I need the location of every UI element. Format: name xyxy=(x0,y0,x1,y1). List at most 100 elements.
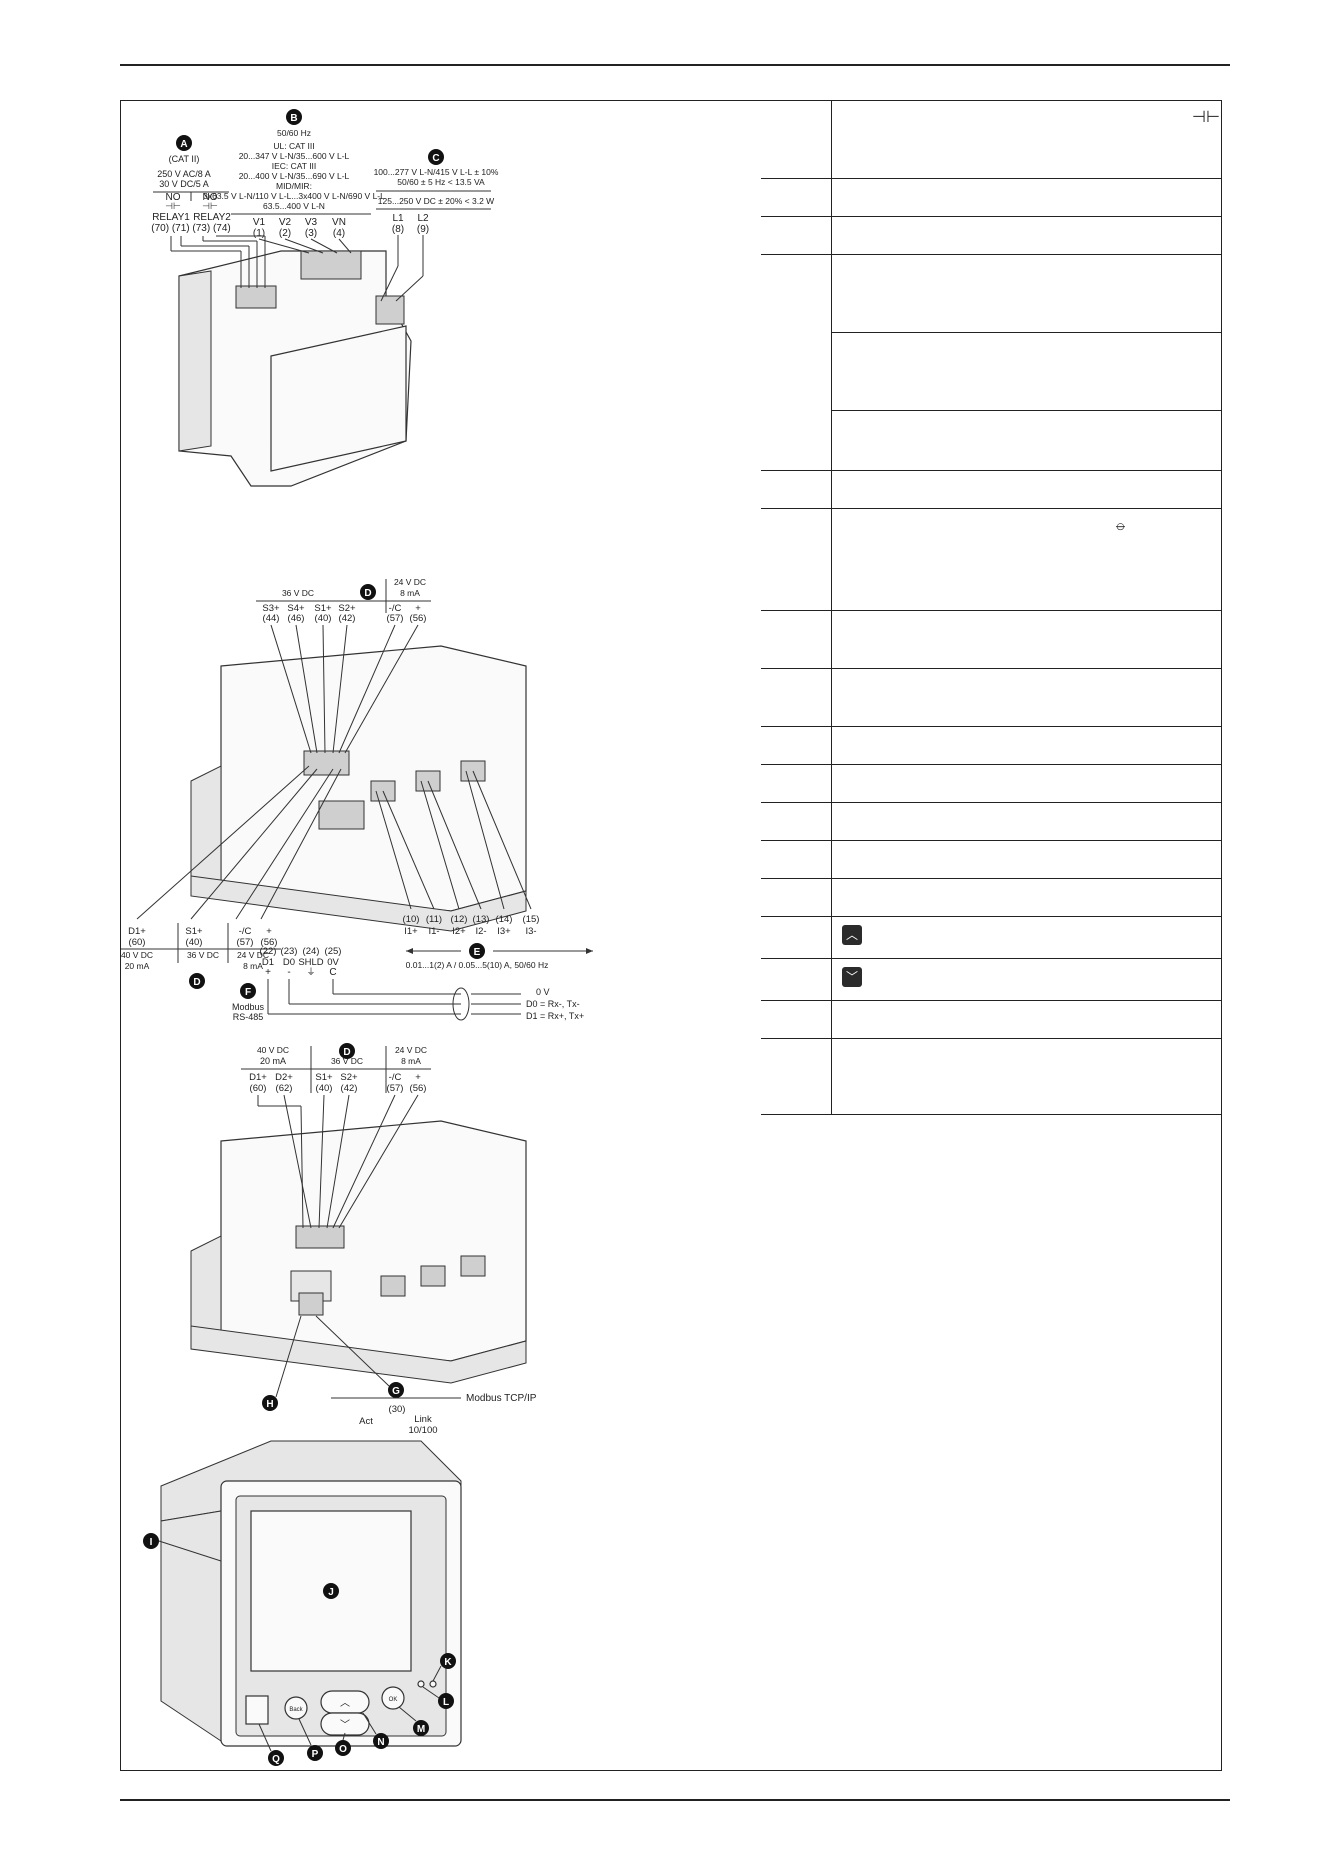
pin-22: (22) xyxy=(260,946,277,957)
legend-row-g xyxy=(761,610,1221,669)
di-top-36v: 36 V DC xyxy=(282,588,314,598)
terminal-d0: D0 xyxy=(283,957,295,968)
callout-q xyxy=(268,1750,284,1766)
legend-d-sub-3 xyxy=(832,409,1221,470)
terminal-mid-s1: S1+ xyxy=(185,926,203,937)
pin-40: (40) xyxy=(315,613,332,624)
legend-row-k xyxy=(761,802,1221,841)
legend-key-g xyxy=(761,610,832,669)
di-mid-24v: 24 V DC xyxy=(237,950,269,960)
legend-value-i xyxy=(831,726,1221,765)
terminal-i1m: I1- xyxy=(428,926,439,937)
callout-l-label: L xyxy=(443,1697,449,1708)
legend-table: ⊣⊢ ⦵ xyxy=(761,101,1221,1115)
legend-value-o: ﹀ xyxy=(831,958,1221,1001)
sign-minus: - xyxy=(287,967,290,978)
terminal-i3m: I3- xyxy=(525,926,536,937)
callout-h xyxy=(262,1395,278,1411)
terminal-plus: + xyxy=(415,603,421,614)
relay1-no: NO xyxy=(166,192,181,203)
wiring-diagram: .l { stroke:#333; stroke-width:1; fill:n… xyxy=(121,109,593,1766)
legend-row-i xyxy=(761,726,1221,765)
voltage-mid: MID/MIR: xyxy=(276,181,312,191)
link-label: Link xyxy=(414,1414,432,1425)
terminal-b-s1: S1+ xyxy=(315,1072,333,1083)
voltage-mid-range2: 63.5...400 V L-N xyxy=(263,201,325,211)
legend-row-a: ⊣⊢ xyxy=(761,101,1221,179)
ethernet-port xyxy=(298,1292,324,1316)
callout-e-label: E xyxy=(474,947,481,958)
terminal-i1p: I1+ xyxy=(404,926,418,937)
terminal-shld: SHLD xyxy=(298,957,323,968)
terminal-d1: D1 xyxy=(262,957,274,968)
pin-12: (12) xyxy=(451,914,468,925)
di-bottom-20ma: 20 mA xyxy=(260,1056,286,1066)
callout-i xyxy=(143,1533,159,1549)
legend-key-m xyxy=(761,878,832,917)
terminal-s4: S4+ xyxy=(287,603,305,614)
terminal-s3: S3+ xyxy=(262,603,280,614)
terminal-s2: S2+ xyxy=(338,603,356,614)
callout-c-label: C xyxy=(432,153,439,164)
legend-key-b xyxy=(761,178,832,217)
modbus-tcp-label: Modbus TCP/IP xyxy=(466,1393,537,1404)
legend-row-q xyxy=(761,1038,1221,1115)
current-terminal-b3 xyxy=(460,1255,486,1277)
di-mid-36v: 36 V DC xyxy=(187,950,219,960)
callout-h-label: H xyxy=(266,1399,273,1410)
callout-g-label: G xyxy=(392,1386,400,1397)
relay-terminal-block xyxy=(235,285,277,309)
legend-row-b xyxy=(761,178,1221,217)
pin-9: (9) xyxy=(417,224,429,235)
sign-plus: + xyxy=(265,967,271,978)
legend-value-l xyxy=(831,840,1221,879)
di-top-24v: 24 V DC xyxy=(394,577,426,587)
legend-key-q xyxy=(761,1038,832,1115)
di-top-8ma: 8 mA xyxy=(400,588,420,598)
pin-23: (23) xyxy=(281,946,298,957)
back-button xyxy=(284,1696,308,1720)
di-bottom-24v: 24 V DC xyxy=(395,1045,427,1055)
pin-42: (42) xyxy=(339,613,356,624)
di-mid-40v: 40 V DC xyxy=(121,950,153,960)
callout-j-label: J xyxy=(328,1587,334,1598)
terminal-mid-c: -/C xyxy=(239,926,252,937)
pin-1: (1) xyxy=(253,228,265,239)
callout-g xyxy=(388,1382,404,1398)
terminal-i2p: I2+ xyxy=(452,926,466,937)
voltage-iec: IEC: CAT III xyxy=(272,161,317,171)
device-front: Back ︿ ﹀ OK xyxy=(160,1440,462,1747)
pin-15: (15) xyxy=(523,914,540,925)
link-speed-label: 10/100 xyxy=(408,1425,437,1436)
callout-m xyxy=(413,1720,429,1736)
sign-c: C xyxy=(329,967,336,978)
digital-io-terminal-block-b xyxy=(295,1225,345,1249)
pin-13: (13) xyxy=(473,914,490,925)
down-button xyxy=(320,1712,370,1736)
callout-d-bottom-label: D xyxy=(343,1047,350,1058)
shield-ground-icon: ⦵ xyxy=(1114,514,1128,534)
relay-cat: (CAT II) xyxy=(169,154,200,164)
legend-key-j xyxy=(761,764,832,803)
voltage-iec-range: 20...400 V L-N/35...690 V L-L xyxy=(239,171,350,181)
legend-value-f: ⦵ xyxy=(831,508,1221,611)
pin-56: (56) xyxy=(410,613,427,624)
terminal-b-plus: + xyxy=(415,1072,421,1083)
pin-14: (14) xyxy=(496,914,513,925)
pin-11: (11) xyxy=(426,914,442,925)
act-label: Act xyxy=(359,1416,373,1427)
relay2-no: NO xyxy=(203,192,218,203)
legend-row-m xyxy=(761,878,1221,917)
legend-key-k xyxy=(761,802,832,841)
header-rule xyxy=(120,64,1230,66)
figure-frame xyxy=(120,100,1222,1771)
pin-30: (30) xyxy=(389,1404,406,1415)
legend-value-c xyxy=(831,216,1221,255)
legend-row-f: ⦵ xyxy=(761,508,1221,611)
back-button-label: Back xyxy=(289,1707,303,1713)
voltage-ul: UL: CAT III xyxy=(273,141,314,151)
device-rear-top xyxy=(170,235,424,487)
pin-10: (10) xyxy=(403,914,420,925)
current-terminal-b2 xyxy=(420,1265,446,1287)
callout-b xyxy=(286,109,302,125)
